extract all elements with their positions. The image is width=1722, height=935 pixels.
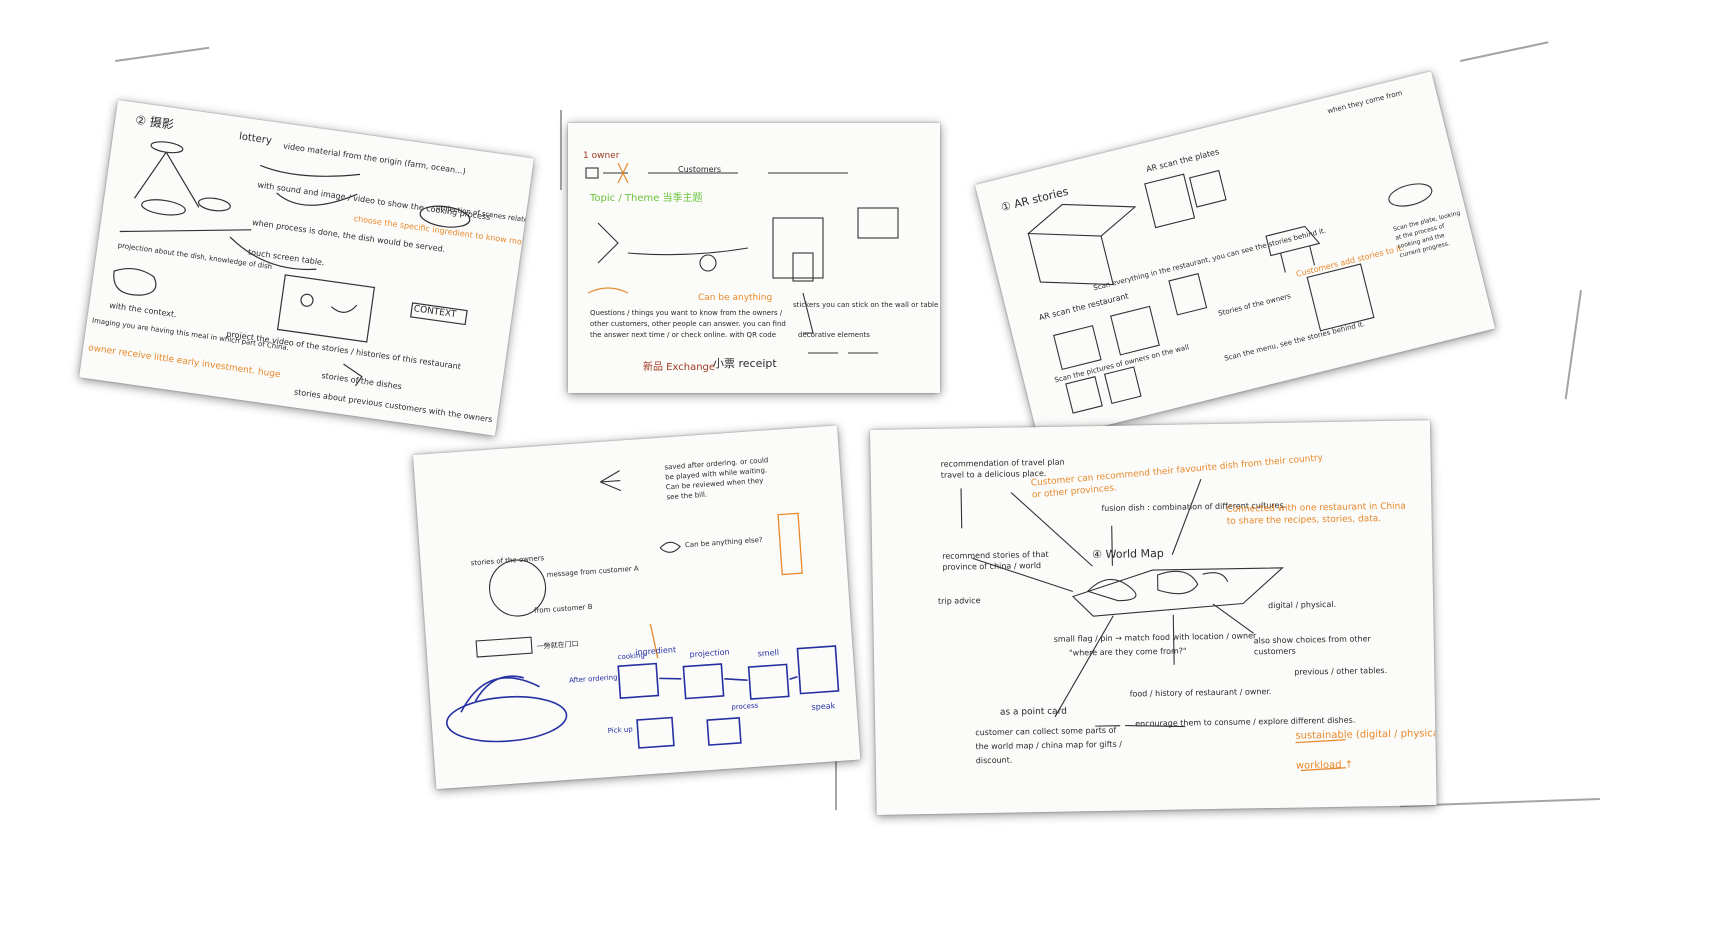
note: customer can collect some parts of the w… (975, 725, 1122, 766)
sketch-drawings (113, 141, 471, 387)
whiteboard-photo-topics: 1 owner Customers Topic / Theme 当季主题 Que… (568, 123, 940, 393)
frame-line (1460, 41, 1549, 62)
sketch-drawings (445, 470, 840, 749)
note: trip advice (937, 596, 981, 606)
note: as a point card (999, 706, 1068, 718)
whiteboard-photo-world-map: recommendation of travel plan travel to … (870, 420, 1437, 815)
note: Can be anything (698, 293, 773, 303)
note: smell (757, 647, 780, 659)
note: digital / physical. (1268, 599, 1337, 611)
sketch-drawings (1026, 169, 1433, 414)
note: 新品 Exchange (643, 362, 716, 373)
whiteboard-photo-lottery: ② 摄影 lottery video material from the ori… (79, 100, 534, 436)
note: also show choices from other customers (1253, 634, 1371, 657)
note: stickers you can stick on the wall or ta… (793, 301, 939, 309)
note: 小票 receipt (713, 357, 777, 370)
frame-line (560, 110, 562, 190)
note: 1 owner (583, 151, 620, 161)
note: recommend stories of that province of ch… (942, 549, 1049, 572)
note: decorative elements (798, 331, 870, 339)
note: Connected with one restaurant in China t… (1226, 501, 1406, 527)
note: workload ↑ (1295, 759, 1354, 772)
sketch-drawings (960, 479, 1347, 772)
note: speak (811, 701, 836, 712)
note: Customers (678, 165, 722, 174)
note: ④ World Map (1092, 546, 1164, 562)
frame-line (115, 46, 210, 62)
whiteboard-photo-stories: stories of the owners message from custo… (413, 425, 861, 790)
note: previous / other tables. (1294, 666, 1388, 677)
note: Topic / Theme 当季主题 (590, 193, 703, 204)
sketch-drawings (585, 162, 899, 354)
frame-line (1564, 290, 1582, 400)
note: saved after ordering. or could be played… (664, 456, 769, 502)
note: Questions / things you want to know from… (590, 309, 786, 339)
whiteboard-photo-ar-stories: ① AR stories AR scan the restaurant AR s… (975, 71, 1496, 443)
